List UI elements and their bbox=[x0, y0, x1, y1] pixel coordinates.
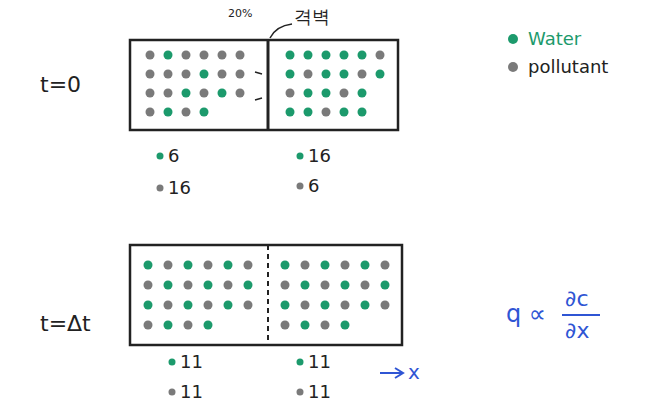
count-number: 11 bbox=[180, 353, 203, 371]
count-number: 11 bbox=[180, 383, 203, 401]
axis-arrow bbox=[380, 372, 402, 374]
legend-text: Water bbox=[528, 30, 581, 48]
count-number: 11 bbox=[308, 383, 331, 401]
time-label: t=Δt bbox=[40, 313, 91, 335]
leader-line bbox=[270, 24, 292, 38]
time-label: t=0 bbox=[40, 74, 81, 96]
water-dots bbox=[144, 261, 253, 330]
legend-swatch bbox=[508, 62, 518, 72]
container bbox=[130, 40, 398, 130]
pollutant-dots bbox=[146, 51, 245, 117]
legend-swatch bbox=[508, 34, 518, 44]
count-dot bbox=[169, 359, 176, 366]
water-dots bbox=[286, 51, 385, 117]
count-dot bbox=[157, 185, 164, 192]
partition-label: 격벽 bbox=[294, 8, 330, 26]
water-dots bbox=[164, 51, 227, 117]
removed-partition bbox=[267, 245, 269, 345]
count-dot bbox=[157, 153, 164, 160]
count-number: 6 bbox=[308, 177, 319, 195]
count-number: 6 bbox=[168, 147, 179, 165]
partition bbox=[267, 40, 270, 130]
percent-note: 20% bbox=[228, 8, 252, 19]
container bbox=[130, 245, 402, 345]
axis-label: x bbox=[408, 362, 420, 382]
pollutant-dots bbox=[286, 51, 385, 117]
formula-numerator: ∂c bbox=[565, 288, 588, 310]
fraction-bar bbox=[562, 314, 600, 316]
count-dot bbox=[169, 389, 176, 396]
count-dot bbox=[297, 153, 304, 160]
count-number: 11 bbox=[308, 353, 331, 371]
tick-marks bbox=[255, 72, 262, 100]
formula-denominator: ∂x bbox=[565, 320, 589, 342]
count-dot bbox=[297, 359, 304, 366]
legend-text: pollutant bbox=[528, 58, 608, 76]
pollutant-dots bbox=[144, 261, 253, 330]
formula: q ∝ bbox=[506, 302, 546, 326]
pollutant-dots bbox=[281, 261, 390, 330]
count-number: 16 bbox=[308, 147, 331, 165]
axis-arrowhead bbox=[395, 368, 403, 378]
count-number: 16 bbox=[168, 179, 191, 197]
water-dots bbox=[281, 261, 390, 330]
count-dot bbox=[297, 389, 304, 396]
count-dot bbox=[297, 183, 304, 190]
